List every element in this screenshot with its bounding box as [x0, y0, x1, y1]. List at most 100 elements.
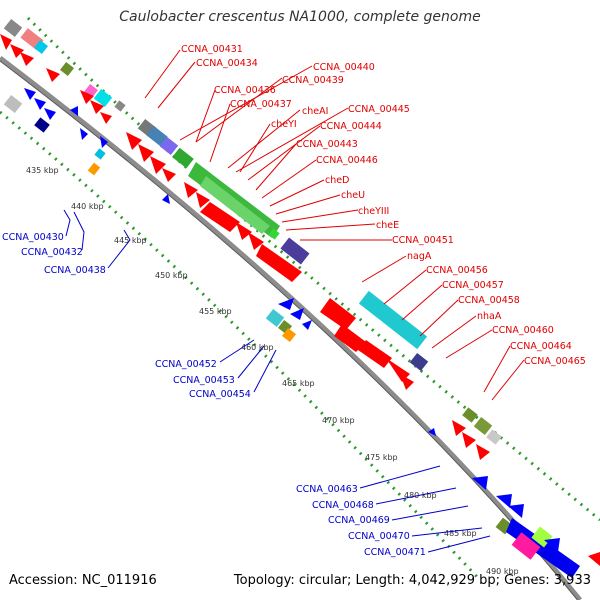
feature-arrow: [0, 34, 12, 50]
feature-arrow: [358, 340, 392, 368]
tick-label: 485 kbp: [444, 529, 477, 538]
feature-arrow: [588, 552, 600, 566]
gene-label: CCNA_00432: [21, 247, 83, 258]
feature-arrow: [320, 298, 356, 330]
feature-arrow: [80, 90, 94, 104]
gene-label: nhaA: [477, 311, 502, 322]
gene-label: CCNA_00469: [328, 515, 390, 526]
feature-arrow: [162, 168, 176, 182]
feature-arrow-rev: [302, 320, 312, 330]
feature-block: [409, 352, 429, 372]
feature-block: [268, 228, 280, 240]
feature-block: [172, 147, 194, 169]
gene-label: CCNA_00463: [296, 484, 358, 495]
feature-block: [281, 327, 297, 343]
feature-arrow-rev: [100, 136, 108, 148]
gene-label: CCNA_00438: [44, 265, 106, 276]
feature-arrow-rev: [508, 504, 524, 518]
feature-arrow: [452, 420, 466, 436]
feature-arrow-rev: [24, 88, 36, 100]
feature-block: [159, 136, 179, 156]
feature-arrow: [400, 374, 414, 390]
reverse-labels: CCNA_00430 CCNA_00432 CCNA_00438 CCNA_00…: [2, 232, 426, 558]
tick-label: 475 kbp: [365, 453, 398, 462]
feature-arrow-rev: [428, 428, 436, 436]
tick-label: 440 kbp: [71, 202, 104, 211]
feature-block: [486, 429, 502, 445]
feature-block: [280, 237, 310, 265]
feature-block: [93, 88, 113, 108]
map-title: Caulobacter crescentus NA1000, complete …: [119, 9, 481, 25]
gene-label: CCNA_00458: [458, 295, 520, 306]
gene-label: CCNA_00446: [316, 155, 378, 166]
gene-label: CCNA_00456: [426, 265, 488, 276]
feature-arrow: [236, 222, 252, 240]
gene-label: CCNA_00471: [364, 547, 426, 558]
gene-label: CCNA_00430: [2, 232, 64, 243]
gene-label: cheAI: [302, 106, 328, 117]
feature-arrow: [90, 100, 104, 114]
tick-label: 435 kbp: [26, 166, 59, 175]
feature-block: [462, 407, 478, 423]
gene-label: CCNA_00445: [348, 104, 410, 115]
gene-label: CCNA_00439: [282, 75, 344, 86]
feature-arrow: [138, 144, 154, 162]
feature-arrow: [256, 244, 302, 282]
feature-arrow-rev: [70, 106, 78, 116]
dotted-track-inner: [0, 110, 482, 582]
tick-label: 460 kbp: [241, 343, 274, 352]
gene-label: CCNA_00431: [181, 44, 243, 55]
feature-arrow: [476, 444, 490, 460]
feature-arrow-rev: [496, 494, 512, 508]
feature-arrow-rev: [290, 308, 304, 320]
feature-arrow-rev: [506, 518, 580, 578]
feature-arrow: [150, 156, 166, 174]
feature-arrow: [248, 232, 264, 250]
feature-arrow-rev: [34, 98, 46, 110]
gene-label: cheYI: [271, 119, 297, 130]
feature-block: [3, 18, 23, 38]
gene-label: CCNA_00444: [320, 121, 382, 132]
feature-arrow: [20, 52, 34, 66]
feature-block: [358, 290, 428, 350]
backbone: [0, 56, 582, 600]
tick-label: 450 kbp: [155, 271, 188, 280]
feature-block: [34, 117, 50, 133]
feature-block: [3, 94, 23, 114]
gene-label: CCNA_00451: [392, 235, 454, 246]
feature-block: [59, 61, 75, 77]
reverse-leaders: [63, 209, 491, 553]
gene-label: CCNA_00464: [510, 341, 572, 352]
gene-label: CCNA_00470: [348, 531, 410, 542]
feature-arrow: [196, 192, 210, 208]
forward-leaders: [144, 49, 525, 401]
feature-block: [33, 39, 49, 55]
gene-label: CCNA_00465: [524, 356, 586, 367]
feature-block: [146, 125, 168, 147]
gene-label: CCNA_00460: [492, 325, 554, 336]
gene-label: CCNA_00468: [312, 500, 374, 511]
gene-label: cheE: [376, 220, 399, 231]
gene-label: CCNA_00434: [196, 58, 258, 69]
genome-summary-text: Topology: circular; Length: 4,042,929 bp…: [233, 573, 591, 588]
feature-arrow-rev: [544, 538, 560, 552]
feature-block: [473, 416, 493, 436]
gene-label: CCNA_00436: [214, 85, 276, 96]
gene-label: CCNA_00452: [155, 359, 217, 370]
feature-arrow: [126, 132, 142, 150]
tick-label: 445 kbp: [114, 236, 147, 245]
feature-arrow: [100, 112, 112, 124]
feature-arrow-rev: [44, 108, 56, 120]
gene-label: cheYIII: [358, 206, 389, 217]
feature-arrow-rev: [278, 298, 294, 310]
tick-label: 465 kbp: [282, 379, 315, 388]
gene-label: CCNA_00454: [189, 389, 251, 400]
feature-arrow: [10, 44, 24, 58]
feature-arrow-rev: [472, 476, 488, 490]
feature-arrow: [386, 358, 410, 382]
gene-label: nagA: [407, 251, 432, 262]
feature-block-long: [200, 176, 270, 234]
feature-arrow: [184, 182, 198, 198]
feature-block: [265, 308, 285, 328]
